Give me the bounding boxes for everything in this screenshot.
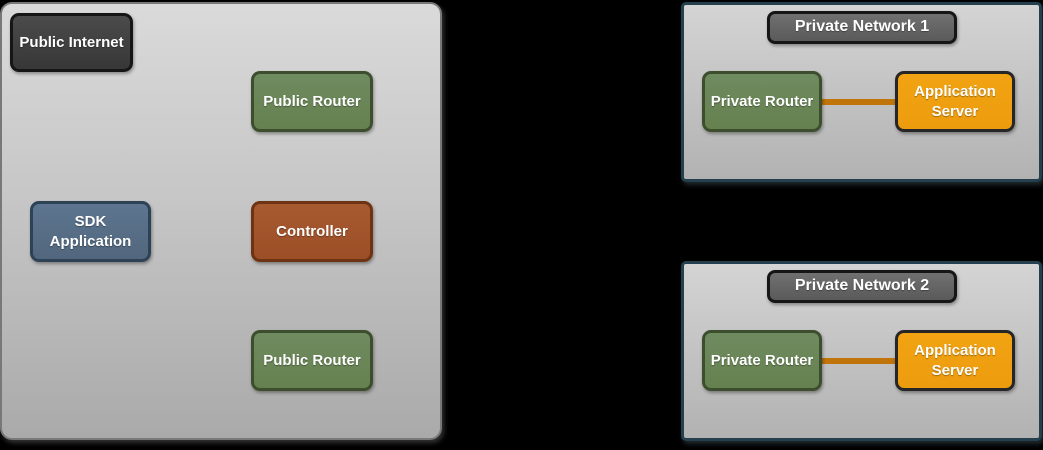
node-application-server-1: Application Server	[895, 71, 1015, 132]
private-network-2-container: Private Network 2 Private Router Applica…	[681, 261, 1042, 441]
router-server-connector-line	[822, 99, 895, 105]
node-private-router-1: Private Router	[702, 71, 822, 132]
node-application-server-2: Application Server	[895, 330, 1015, 391]
node-private-router-2: Private Router	[702, 330, 822, 391]
node-public-router-bottom: Public Router	[251, 330, 373, 391]
node-public-router-top: Public Router	[251, 71, 373, 132]
public-cloud-container: Public Internet Public Router SDK Applic…	[0, 2, 442, 440]
node-controller: Controller	[251, 201, 373, 262]
private-network-1-title: Private Network 1	[767, 11, 957, 44]
node-public-internet: Public Internet	[10, 13, 133, 72]
private-network-2-title: Private Network 2	[767, 270, 957, 303]
private-network-1-container: Private Network 1 Private Router Applica…	[681, 2, 1042, 182]
router-server-connector-line	[822, 358, 895, 364]
node-sdk-application: SDK Application	[30, 201, 151, 262]
